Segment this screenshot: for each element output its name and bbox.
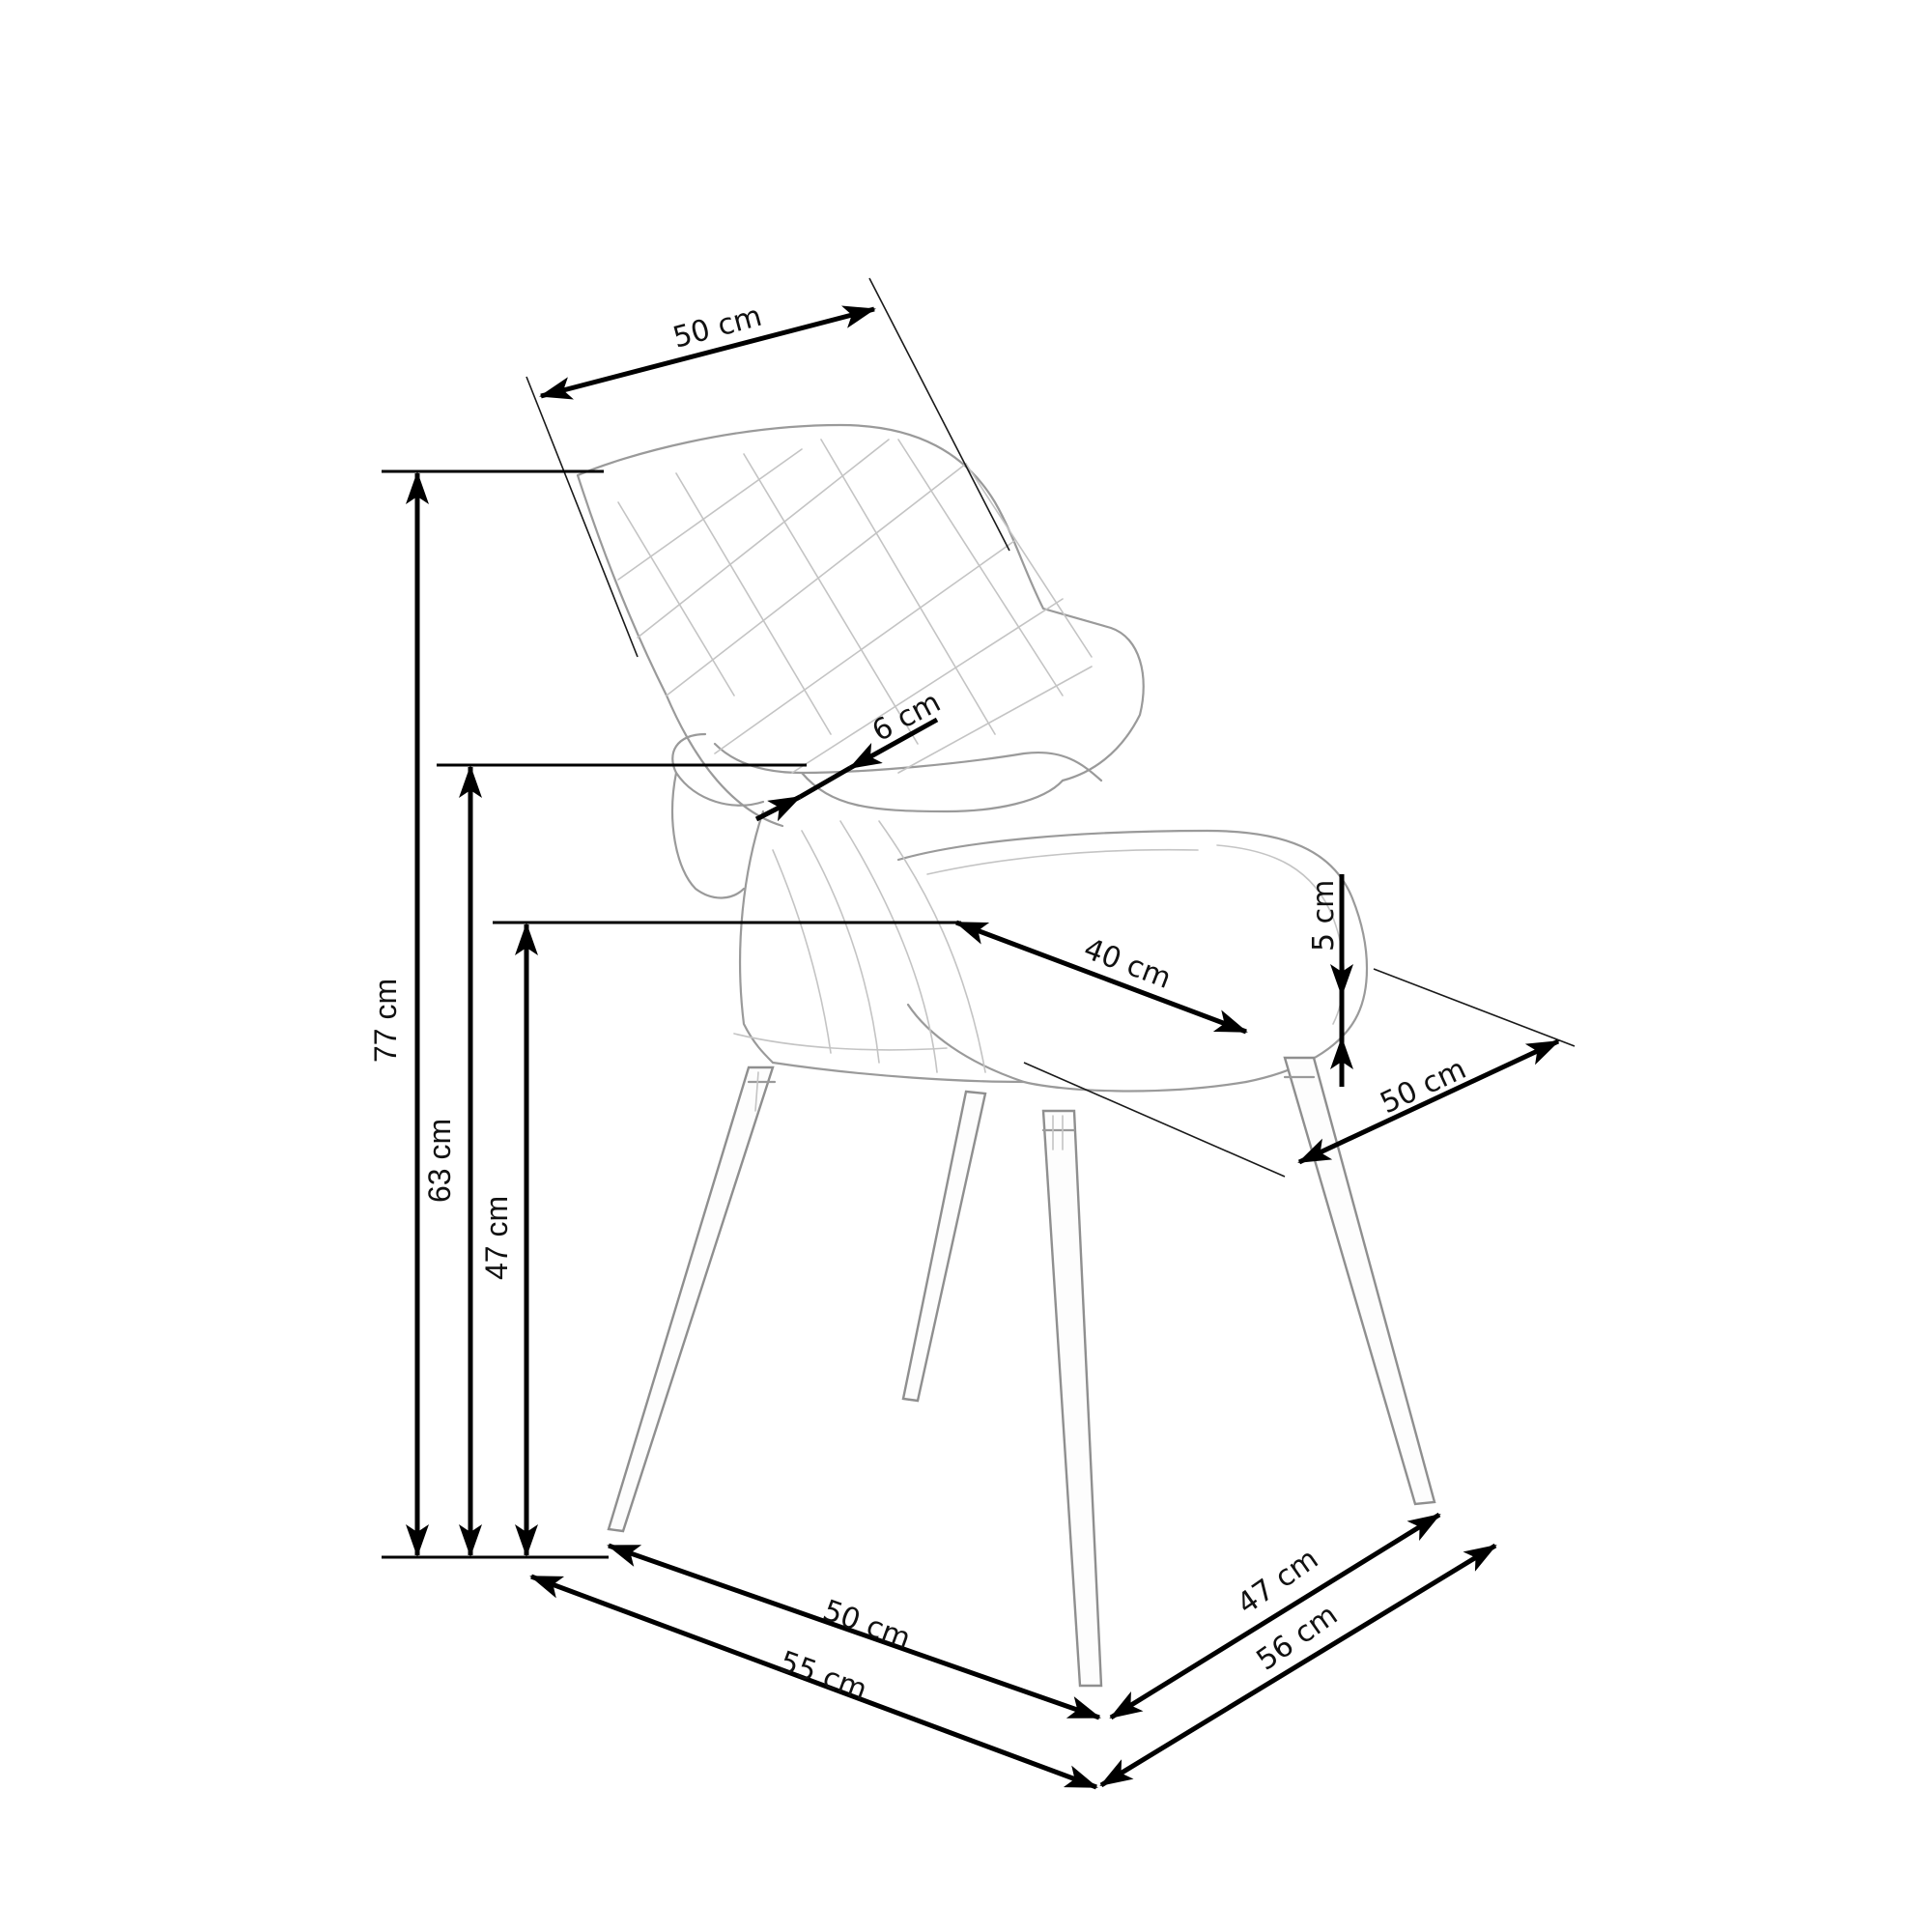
label-overall-width: 55 cm	[775, 1645, 871, 1708]
label-seat-width: 50 cm	[1376, 1052, 1471, 1121]
seat-shell	[733, 810, 1026, 1084]
dim-heights: 77 cm 63 cm 47 cm	[368, 469, 961, 1559]
dim-bottom-left: 50 cm 55 cm	[529, 1543, 1101, 1790]
dim-armrest-thickness: 6 cm	[754, 685, 946, 822]
leg-front-right	[1041, 1109, 1103, 1688]
leg-back-left	[901, 1090, 987, 1403]
label-leg-span-front: 50 cm	[818, 1594, 915, 1657]
dim-seat-depth: 40 cm	[954, 920, 1248, 1035]
leg-back-right	[1283, 1056, 1436, 1506]
chair-sketch	[576, 423, 1436, 1688]
label-seat-thickness: 5 cm	[1307, 880, 1341, 952]
label-seat-height: 47 cm	[479, 1196, 514, 1280]
label-total-height: 77 cm	[368, 979, 403, 1063]
backrest	[576, 423, 1145, 899]
quilting-pattern	[617, 439, 1093, 774]
dim-seat-thickness: 5 cm	[1307, 874, 1353, 1087]
dim-bottom-right: 47 cm 56 cm	[1099, 1512, 1497, 1788]
label-backrest-width: 50 cm	[669, 299, 765, 355]
label-armrest-height: 63 cm	[422, 1119, 457, 1203]
leg-front-left	[607, 1065, 775, 1533]
